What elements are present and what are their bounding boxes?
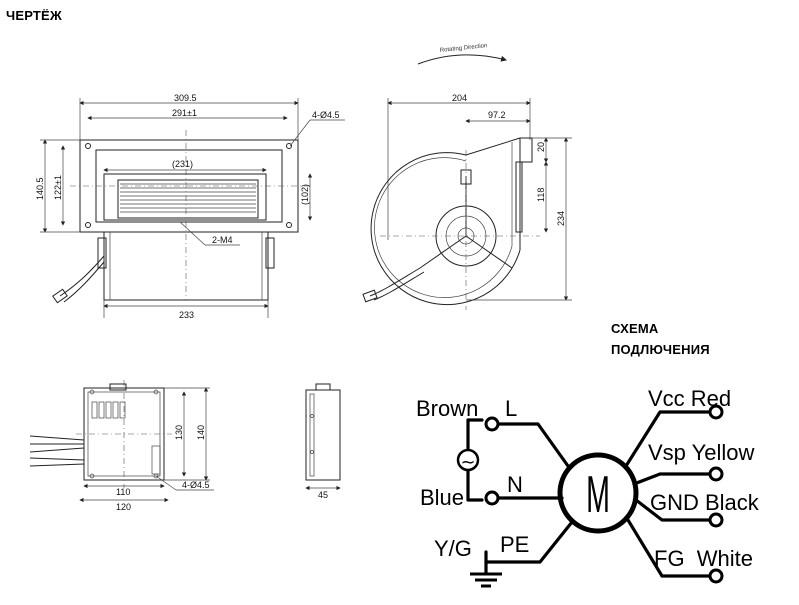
dim-box-inner-height: 130 bbox=[174, 425, 184, 440]
dim-overall-height: 140.5 bbox=[35, 177, 45, 200]
front-hole-note: 4-Ø4.5 bbox=[312, 110, 340, 120]
wiring-diagram-title: СХЕМА ПОДЛЮЧЕНИЯ bbox=[611, 318, 710, 360]
wire-label-vsp: Vsp Yellow bbox=[648, 440, 755, 465]
dim-side-center: 97.2 bbox=[488, 110, 506, 120]
front-screw-note: 2-M4 bbox=[212, 235, 233, 245]
motor-label: M bbox=[586, 465, 610, 523]
dim-box-outer-width: 120 bbox=[116, 502, 131, 512]
box-slots bbox=[91, 401, 126, 419]
ac-source-icon bbox=[456, 448, 480, 472]
terminal-gnd bbox=[708, 512, 724, 528]
wire-label-fg: FG White bbox=[654, 546, 753, 571]
front-view: 309.5 291±1 (231) 140.5 bbox=[35, 93, 345, 320]
dim-side-outlet: 118 bbox=[536, 188, 546, 202]
wire-label-L: L bbox=[505, 396, 517, 421]
dim-hole-spacing: 291±1 bbox=[172, 108, 197, 118]
terminal-fg bbox=[708, 568, 724, 584]
dim-box-depth: 45 bbox=[318, 490, 328, 500]
terminal-vsp bbox=[708, 466, 724, 482]
wire-label-gnd: GND Black bbox=[650, 490, 760, 515]
dim-box-inner-width: 110 bbox=[116, 487, 130, 497]
impeller-blades bbox=[120, 183, 256, 213]
dim-box-outer-height: 140 bbox=[196, 425, 206, 440]
dim-overall-width: 309.5 bbox=[174, 93, 197, 103]
side-view: Rotating Direction 204 97.2 20 118 234 bbox=[362, 43, 572, 310]
wire-label-brown: Brown bbox=[416, 396, 478, 421]
wiring-title-line-2: ПОДЛЮЧЕНИЯ bbox=[611, 342, 710, 357]
wire-label-N: N bbox=[507, 472, 523, 497]
drawing-title: ЧЕРТЁЖ bbox=[6, 8, 62, 23]
terminal-N bbox=[484, 490, 500, 506]
dim-bottom-width: 233 bbox=[179, 310, 194, 320]
rotating-direction-label: Rotating Direction bbox=[440, 43, 488, 54]
terminal-vcc bbox=[708, 404, 724, 420]
wire-label-PE: PE bbox=[500, 532, 529, 557]
control-box-side-view: 45 bbox=[305, 383, 341, 500]
dim-outlet-width: (231) bbox=[172, 159, 193, 169]
wiring-diagram: M ~ Brown L Blue N Y/G PE Vcc Red Vsp Ye bbox=[416, 386, 760, 588]
ac-symbol: ~ bbox=[460, 452, 475, 473]
terminal-L bbox=[484, 416, 500, 432]
box-hole-note: 4-Ø4.5 bbox=[182, 480, 210, 490]
wiring-title-line-1: СХЕМА bbox=[611, 321, 659, 336]
dim-side-depth: 204 bbox=[452, 93, 467, 103]
dim-outlet-height: (102) bbox=[300, 184, 310, 205]
dim-hole-height: 122±1 bbox=[53, 175, 63, 200]
wire-label-blue: Blue bbox=[420, 485, 464, 510]
control-box-view: 110 120 130 140 4-Ø4.5 bbox=[29, 380, 214, 512]
wire-label-vcc: Vcc Red bbox=[648, 386, 731, 411]
motor-symbol bbox=[557, 452, 639, 534]
wire-label-yg: Y/G bbox=[434, 536, 472, 561]
dim-side-flange: 20 bbox=[536, 142, 546, 152]
dim-side-height: 234 bbox=[556, 211, 566, 226]
